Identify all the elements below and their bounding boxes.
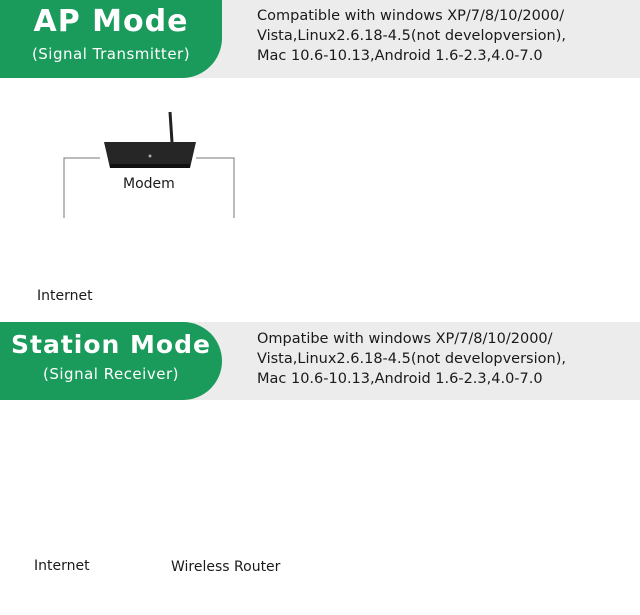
internet-label-2: Internet	[34, 558, 90, 574]
wireless-router-label: Wireless Router	[171, 559, 281, 575]
station-mode-title: Station Mode	[11, 330, 211, 359]
modem-label: Modem	[123, 176, 175, 192]
station-mode-subtitle: (Signal Receiver)	[43, 365, 179, 383]
ap-mode-tag: AP Mode (Signal Transmitter)	[0, 0, 222, 78]
ap-compatibility-text: Compatible with windows XP/7/8/10/2000/ …	[257, 8, 566, 64]
station-compatibility-text: Ompatibe with windows XP/7/8/10/2000/ Vi…	[257, 331, 566, 387]
station-mode-tag: Station Mode (Signal Receiver)	[0, 322, 222, 400]
ap-connection-lines	[63, 157, 235, 218]
internet-label: Internet	[37, 288, 93, 304]
ap-mode-subtitle: (Signal Transmitter)	[31, 45, 191, 63]
ap-mode-title: AP Mode	[33, 4, 189, 39]
modem-icon	[104, 111, 196, 168]
